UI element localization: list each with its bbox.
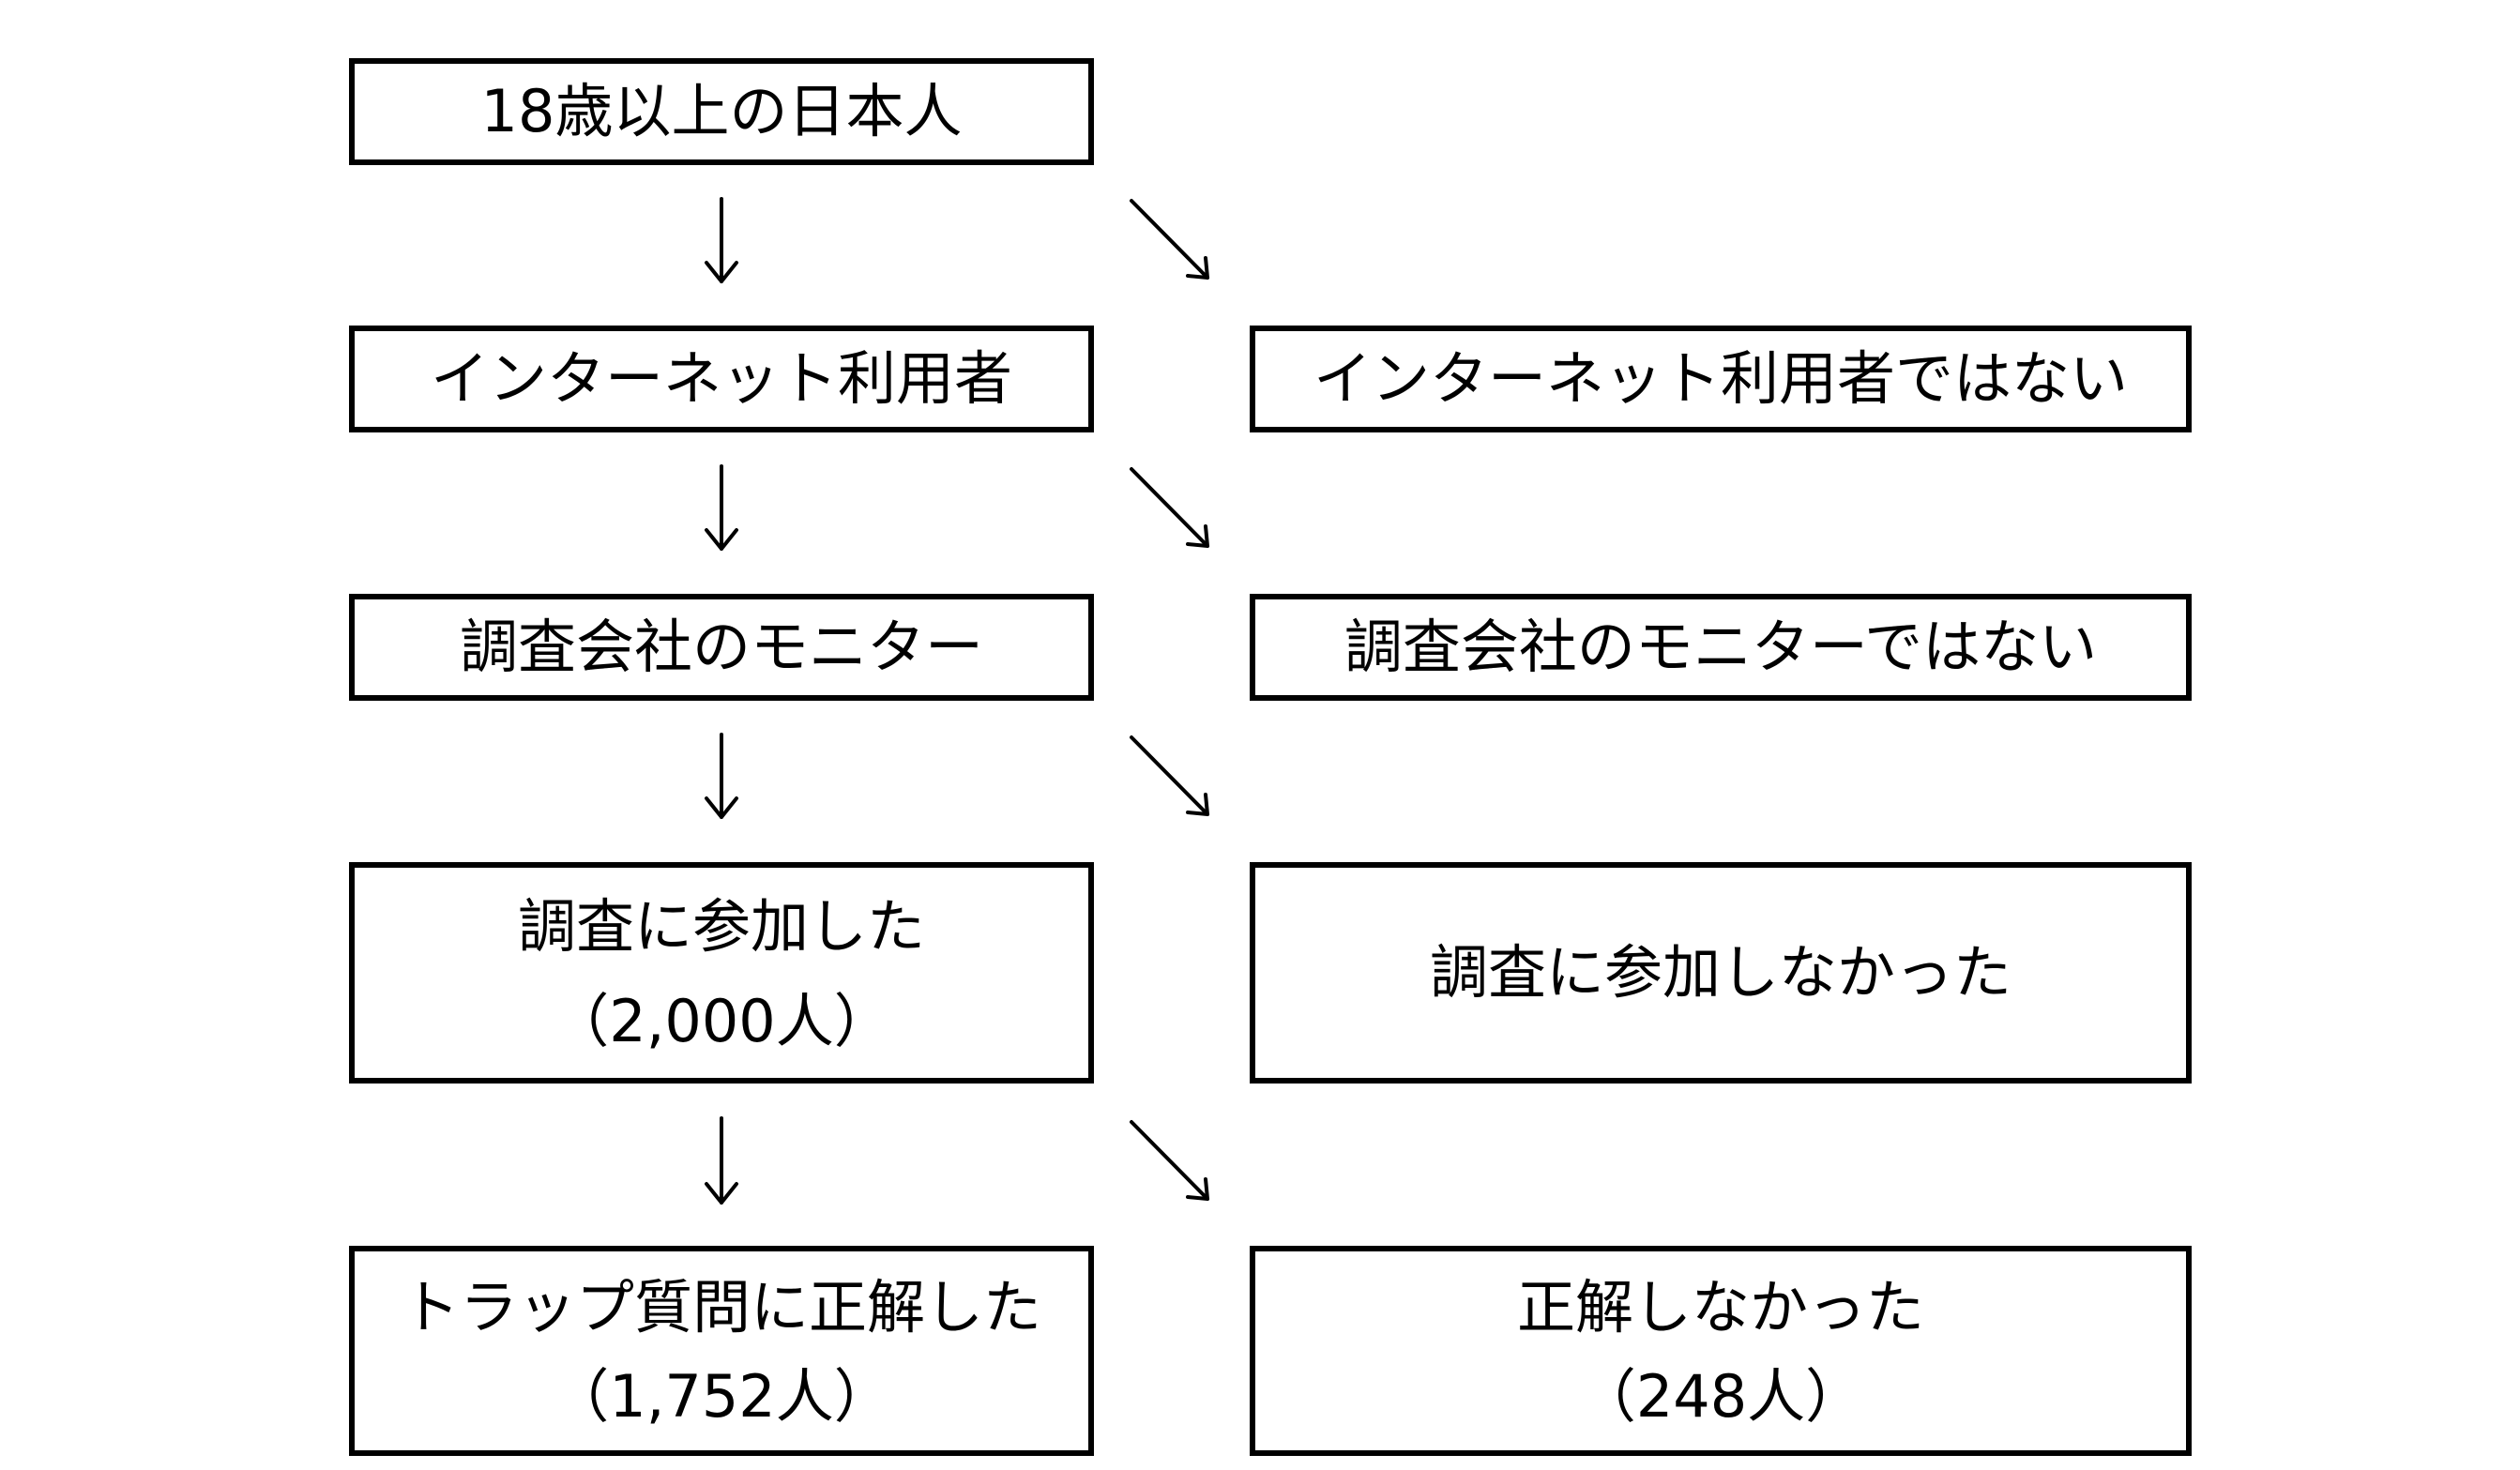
box-label: 調査会社のモニター [459,613,983,681]
diagonal-arrow-icon [1130,735,1209,816]
box-label: 正解しなかった [1516,1272,1924,1341]
down-arrow-icon [705,197,738,283]
box-count: （248人） [1577,1361,1864,1431]
flow-box-trap-correct: トラップ質問に正解した （1,752人） [349,1246,1094,1456]
diagonal-arrow-icon [1130,467,1209,548]
down-arrow-icon [705,464,738,551]
flow-box-not-participated: 調査に参加しなかった [1250,862,2192,1084]
flow-box-adults-japan: 18歳以上の日本人 [349,58,1094,165]
flow-box-trap-incorrect: 正解しなかった （248人） [1250,1246,2192,1456]
flow-box-internet-users: インターネット利用者 [349,326,1094,432]
box-count: （1,752人） [551,1361,892,1431]
down-arrow-icon [705,733,738,819]
down-arrow-icon [705,1116,738,1205]
flow-box-not-internet-users: インターネット利用者ではない [1250,326,2192,432]
diagonal-arrow-icon [1130,1120,1209,1201]
flow-box-participated: 調査に参加した （2,000人） [349,862,1094,1084]
box-label: 18歳以上の日本人 [480,77,963,145]
diagonal-arrow-icon [1130,199,1209,280]
flow-box-not-panel-monitors: 調査会社のモニターではない [1250,594,2192,701]
box-label: 調査に参加しなかった [1429,938,2011,1007]
box-label: 調査に参加した [517,891,925,961]
box-label: インターネット利用者 [430,344,1012,413]
box-label: インターネット利用者ではない [1313,344,2128,413]
box-label: トラップ質問に正解した [401,1272,1041,1341]
box-label: 調査会社のモニターではない [1343,613,2098,681]
flow-box-panel-monitors: 調査会社のモニター [349,594,1094,701]
box-count: （2,000人） [551,986,892,1055]
